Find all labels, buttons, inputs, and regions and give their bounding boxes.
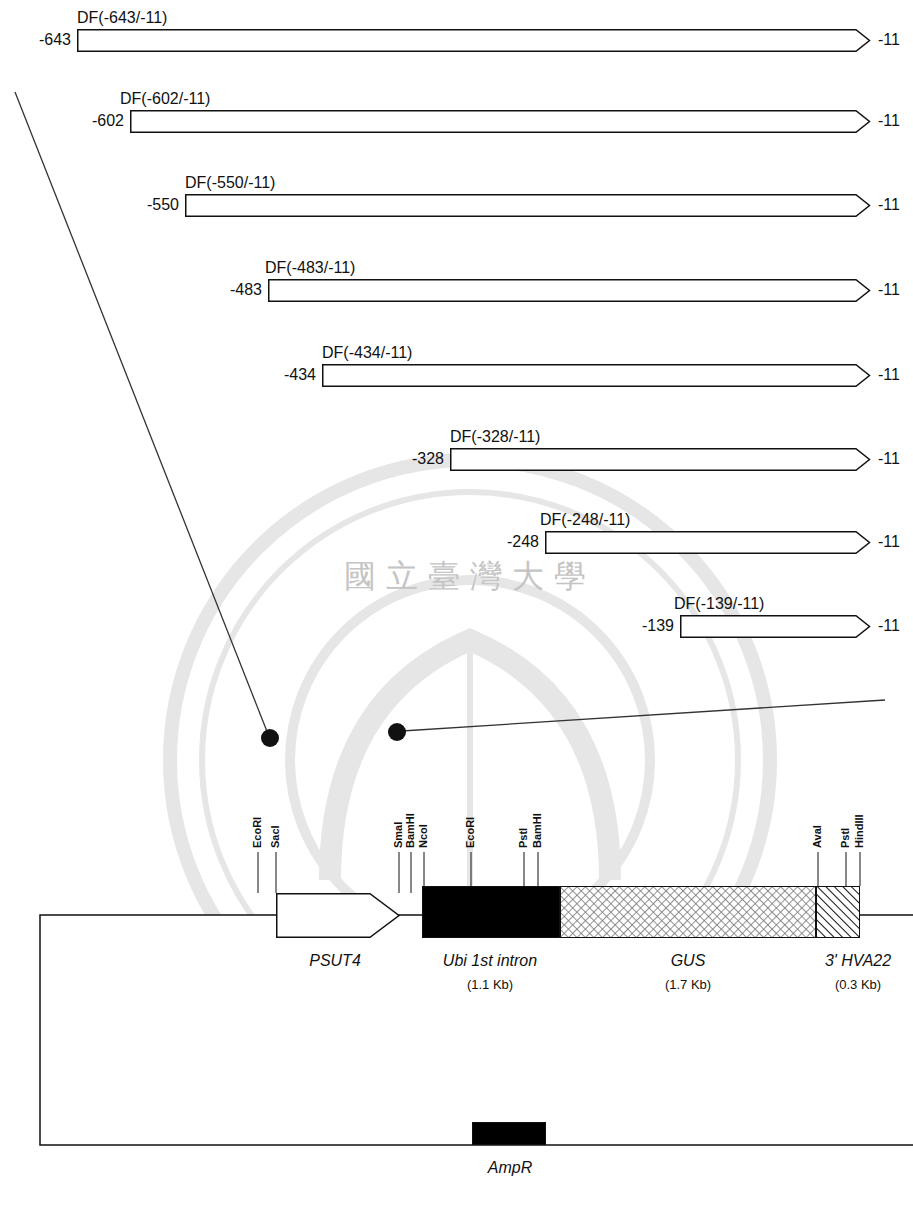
restriction-site: AvaI	[812, 825, 823, 848]
plasmid-element: 3' HVA22(0.3 Kb)	[816, 886, 860, 938]
element-shape	[185, 194, 870, 217]
element-size: (1.1 Kb)	[467, 978, 513, 993]
fragment-arrow	[451, 449, 870, 471]
restriction-site: SacI	[270, 825, 281, 848]
deletion-fragment: DF(-602/-11)-602-11	[130, 110, 870, 133]
position-number: -11	[878, 31, 900, 49]
position-number: -434	[284, 366, 316, 384]
restriction-site: SmaI	[393, 822, 404, 848]
position-number: -11	[878, 196, 900, 214]
deletion-fragment: DF(-643/-11)-643-11	[77, 29, 870, 52]
element-name: PSUT4	[309, 952, 361, 970]
deletion-fragment: DF(-434/-11)-434-11	[322, 364, 870, 387]
fragment-arrow	[269, 280, 870, 302]
fragment-arrow	[546, 532, 870, 554]
element-shape	[680, 615, 870, 638]
position-number: -11	[878, 281, 900, 299]
element-size: (1.7 Kb)	[665, 978, 711, 993]
position-number: -248	[507, 533, 539, 551]
promoter-arrow	[277, 894, 399, 938]
element-shape	[322, 364, 870, 387]
position-number: -11	[878, 617, 900, 635]
element-box	[423, 887, 560, 938]
position-number: -328	[412, 450, 444, 468]
fragment-name: DF(-434/-11)	[322, 344, 412, 362]
plasmid-element: GUS(1.7 Kb)	[560, 886, 816, 938]
element-shape	[472, 1122, 546, 1145]
element-shape	[77, 29, 870, 52]
leader-line	[402, 700, 885, 731]
position-number: -602	[92, 112, 124, 130]
element-box	[817, 887, 860, 938]
fragment-name: DF(-483/-11)	[265, 259, 355, 277]
element-size: (0.3 Kb)	[835, 978, 881, 993]
fragment-name: DF(-328/-11)	[450, 428, 540, 446]
restriction-site: EcoRI	[252, 817, 263, 848]
position-number: -11	[878, 533, 900, 551]
watermark-text: 國立臺灣大學	[344, 560, 596, 592]
restriction-site: EcoRI	[465, 817, 476, 848]
fragment-arrow	[131, 111, 870, 133]
element-shape	[816, 886, 860, 938]
fragment-name: DF(-643/-11)	[77, 9, 167, 27]
fragment-arrow	[186, 195, 870, 217]
position-number: -139	[642, 617, 674, 635]
element-shape	[545, 531, 870, 554]
deletion-fragment: DF(-328/-11)-328-11	[450, 448, 870, 471]
position-number: -11	[878, 366, 900, 384]
plasmid-backbone	[40, 915, 913, 1145]
restriction-site: BamHI	[405, 813, 416, 848]
position-number: -483	[230, 281, 262, 299]
element-name: AmpR	[488, 1159, 532, 1177]
fragment-name: DF(-248/-11)	[540, 511, 630, 529]
restriction-site: PstI	[518, 828, 529, 848]
plasmid-element: Ubi 1st intron(1.1 Kb)	[422, 886, 560, 938]
element-shape	[268, 279, 870, 302]
position-number: -643	[39, 31, 71, 49]
element-shape	[450, 448, 870, 471]
element-shape	[276, 893, 400, 938]
restriction-site: PstI	[840, 828, 851, 848]
deletion-fragment: DF(-483/-11)-483-11	[268, 279, 870, 302]
position-number: -11	[878, 112, 900, 130]
element-name: GUS	[671, 952, 706, 970]
insertion-dot	[388, 723, 406, 741]
insertion-dot	[261, 729, 279, 747]
deletion-fragment: DF(-248/-11)-248-11	[545, 531, 870, 554]
element-shape	[130, 110, 870, 133]
element-box	[561, 887, 816, 938]
plasmid-element: AmpR	[472, 1122, 546, 1145]
deletion-fragment: DF(-139/-11)-139-11	[680, 615, 870, 638]
element-box	[473, 1123, 546, 1145]
element-shape	[422, 886, 560, 938]
element-name: Ubi 1st intron	[443, 952, 537, 970]
fragment-name: DF(-550/-11)	[185, 174, 275, 192]
restriction-site: BamHI	[532, 813, 543, 848]
deletion-fragment: DF(-550/-11)-550-11	[185, 194, 870, 217]
element-name: 3' HVA22	[825, 952, 891, 970]
fragment-arrow	[78, 30, 870, 52]
element-shape	[560, 886, 816, 938]
fragment-arrow	[323, 365, 870, 387]
fragment-name: DF(-139/-11)	[674, 595, 764, 613]
position-number: -11	[878, 450, 900, 468]
restriction-site: NcoI	[418, 824, 429, 848]
position-number: -550	[147, 196, 179, 214]
restriction-site: HindIII	[854, 814, 865, 848]
plasmid-element: PSUT4	[276, 893, 400, 938]
fragment-arrow	[681, 616, 870, 638]
fragment-name: DF(-602/-11)	[120, 90, 210, 108]
